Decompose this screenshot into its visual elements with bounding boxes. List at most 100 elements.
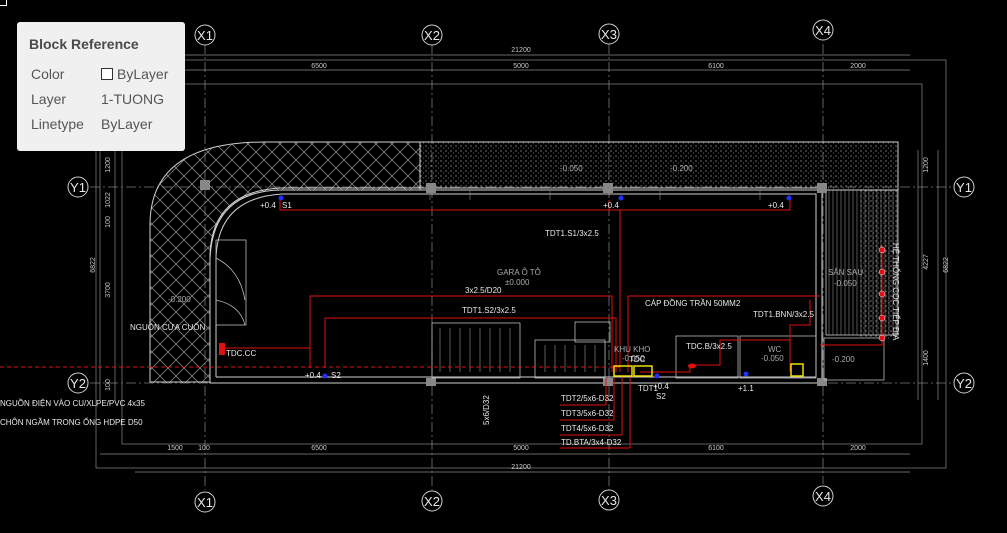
svg-text:X4: X4 xyxy=(815,489,831,504)
grid-bubble-y1-right: Y1 xyxy=(953,176,975,198)
grid-bubble-x3-bottom: X3 xyxy=(598,489,620,511)
store-room-label: KHU KHO xyxy=(614,345,650,354)
tooltip-color-label: Color xyxy=(31,66,65,82)
rear-yard-dots xyxy=(860,190,898,340)
grid-bubble-x1-top: X1 xyxy=(194,24,216,46)
level-right-neg: -0.200 xyxy=(832,355,855,364)
grid-lines xyxy=(90,44,952,490)
dim-left-span-3: 100 xyxy=(105,216,112,228)
top-level-1: -0.050 xyxy=(560,164,583,173)
panel-tdc-label: TDC xyxy=(629,355,646,364)
svg-text:Y2: Y2 xyxy=(70,376,86,391)
dim-top-total: 21200 xyxy=(511,47,531,54)
svg-text:X2: X2 xyxy=(424,28,440,43)
dim-left-span-4: 3700 xyxy=(105,282,112,298)
tooltip-linetype-label: Linetype xyxy=(31,116,84,132)
garden-hatch-top xyxy=(419,141,899,191)
crosshair-cursor xyxy=(0,0,7,6)
garage-level: ±0.000 xyxy=(505,278,530,287)
dim-right-span-2: 4227 xyxy=(923,254,930,270)
level-p11: +1.1 xyxy=(738,384,754,393)
grounding-note: HỆ THỐNG CỌC TIẾP ĐỊA xyxy=(891,243,901,341)
svg-text:X1: X1 xyxy=(197,28,213,43)
circuit-s1-label: TDT1.S1/3x2.5 xyxy=(545,229,599,238)
svg-text:X4: X4 xyxy=(815,23,831,38)
switch-s1-label: S1 xyxy=(282,201,292,210)
dim-top-span-3: 6100 xyxy=(708,63,724,70)
level-s2: +0.4 xyxy=(305,371,321,380)
paving-hatch-area xyxy=(149,141,421,383)
main-cable-line-1: NGUỒN ĐIỆN VÀO CU/XLPE/PVC 4x35 xyxy=(0,398,145,408)
wc-label: WC xyxy=(768,345,782,354)
grid-bubble-y2-right: Y2 xyxy=(953,372,975,394)
svg-text:X1: X1 xyxy=(197,495,213,510)
panel-tdt1-label: TDT1 xyxy=(638,384,659,393)
dim-bottom-span-3: 6500 xyxy=(311,445,327,452)
site-boundary xyxy=(95,59,947,469)
grid-bubble-x3-top: X3 xyxy=(598,23,620,45)
level-left-neg: -0.200 xyxy=(168,295,191,304)
dim-left-span-1: 1200 xyxy=(105,157,112,173)
svg-text:Y2: Y2 xyxy=(956,376,972,391)
level-x3-top: +0.4 xyxy=(603,201,619,210)
top-level-2: -0.200 xyxy=(670,164,693,173)
dim-left-span-2: 1022 xyxy=(105,192,112,208)
feeder-tdt3: TDT3/5x6-D32 xyxy=(561,409,614,418)
grid-bubble-x4-bottom: X4 xyxy=(812,485,834,507)
tooltip-linetype-value: ByLayer xyxy=(101,116,153,132)
main-cable-line-2: CHÔN NGẦM TRONG ỐNG HDPE D50 xyxy=(0,417,143,427)
store-level: -0.050 xyxy=(622,354,645,363)
panel-tdcb-label: TDC.B/3x2.5 xyxy=(686,342,732,351)
grid-bubble-y2-left: Y2 xyxy=(67,372,89,394)
ceiling-cable-label: CÁP ĐỒNG TRẦN 50MM2 xyxy=(645,298,741,308)
color-swatch-icon xyxy=(101,68,113,80)
pipe-5x6-label: 5x6/D32 xyxy=(482,395,491,425)
circuit-d20-label: 3x2.5/D20 xyxy=(465,286,502,295)
yard-level: -0.050 xyxy=(834,279,857,288)
tooltip-color-text: ByLayer xyxy=(117,66,169,82)
level-tdt1: +0.4 xyxy=(653,382,669,391)
tooltip-title: Block Reference xyxy=(29,36,139,52)
tooltip-layer-value: 1-TUONG xyxy=(101,91,164,107)
circuit-bnn-label: TDT1.BNN/3x2.5 xyxy=(753,310,814,319)
tooltip-color-value: ByLayer xyxy=(101,66,168,82)
svg-text:X3: X3 xyxy=(601,27,617,42)
circuit-s2-label: TDT1.S2/3x2.5 xyxy=(462,306,516,315)
door-source-label: NGUỒN CỬA CUỐN xyxy=(130,322,206,332)
dim-bottom-span-6: 2000 xyxy=(850,445,866,452)
tooltip-layer-label: Layer xyxy=(31,91,67,107)
panel-tdc-cc: TDC.CC xyxy=(226,349,256,358)
dim-bottom-span-4: 5000 xyxy=(513,445,529,452)
garage-name: GARA Ô TÔ xyxy=(497,268,541,277)
dim-bottom-span-2: 100 xyxy=(198,445,210,452)
switch-s2b-label: S2 xyxy=(656,392,666,401)
switch-s2-label: S2 xyxy=(331,371,341,380)
feeder-tdt4: TDT4/5x6-D32 xyxy=(561,424,614,433)
feeder-tdt2: TDT2/5x6-D32 xyxy=(561,394,614,403)
dim-left-total: 6822 xyxy=(90,257,97,273)
grid-bubble-x2-top: X2 xyxy=(421,24,443,46)
dim-top-span-1: 6500 xyxy=(311,63,327,70)
dim-right-span-1: 1200 xyxy=(923,157,930,173)
level-s1: +0.4 xyxy=(260,201,276,210)
devices xyxy=(219,195,886,379)
dim-bottom-span-5: 6100 xyxy=(708,445,724,452)
grid-bubble-y1-left: Y1 xyxy=(67,176,89,198)
grid-bubble-x1-bottom: X1 xyxy=(194,491,216,513)
yard-name: SÂN SAU xyxy=(828,268,863,277)
dim-right-total: 6822 xyxy=(943,257,950,273)
dim-left-span-5: 100 xyxy=(105,379,112,391)
svg-text:X2: X2 xyxy=(424,494,440,509)
grid-bubble-x2-bottom: X2 xyxy=(421,490,443,512)
dim-top-span-4: 2000 xyxy=(850,63,866,70)
dim-top-span-2: 5000 xyxy=(513,63,529,70)
wc-level: -0.050 xyxy=(761,354,784,363)
grid-bubble-x4-top: X4 xyxy=(812,19,834,41)
svg-text:Y1: Y1 xyxy=(956,180,972,195)
dim-right-span-3: 1400 xyxy=(923,350,930,366)
circuit-wiring xyxy=(0,200,883,449)
building-walls xyxy=(200,180,885,386)
block-reference-tooltip: Block Reference Color ByLayer Layer 1-TU… xyxy=(17,22,185,151)
feeder-tdbta: TD.BTA/3x4-D32 xyxy=(561,438,622,447)
